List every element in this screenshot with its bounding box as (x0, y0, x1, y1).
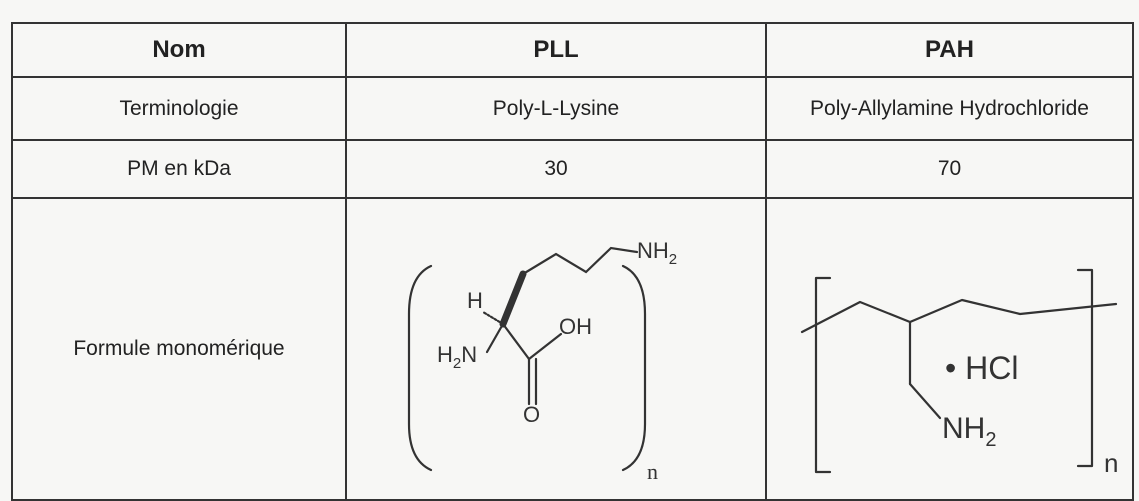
pll-amine-left: H2N (437, 342, 477, 372)
formula-row: Formule monomérique (11, 197, 1134, 501)
pah-right-bracket (1076, 268, 1093, 468)
header-nom: Nom (11, 22, 347, 78)
polymer-comparison-table: Nom PLL PAH Terminologie Poly-L-Lysine P… (11, 22, 1134, 501)
header-pll: PLL (345, 22, 767, 78)
pll-stereo-h: H (467, 288, 483, 313)
pm-pah: 70 (765, 139, 1134, 199)
pll-left-bracket (407, 264, 433, 472)
pah-amine: NH2 (942, 412, 996, 451)
pll-right-bracket (621, 264, 647, 472)
pah-repeat-n: n (1104, 448, 1118, 478)
header-row: Nom PLL PAH (11, 22, 1134, 78)
molecular-weight-row: PM en kDa 30 70 (11, 139, 1134, 199)
pll-carbonyl-o: O (523, 402, 540, 427)
terminology-row: Terminologie Poly-L-Lysine Poly-Allylami… (11, 76, 1134, 141)
pll-structure-diagram: NH2 H H2N OH O n (407, 238, 677, 484)
formula-label: Formule monomérique (11, 197, 347, 501)
pah-backbone (800, 298, 1117, 334)
header-pah: PAH (765, 22, 1134, 78)
pm-pll: 30 (345, 139, 767, 199)
pll-amine-top: NH2 (637, 238, 677, 268)
pll-repeat-n: n (647, 459, 658, 484)
terminology-pll: Poly-L-Lysine (345, 76, 767, 141)
formula-pah-cell: • HCl NH2 n (765, 197, 1134, 501)
pah-structure-diagram: • HCl NH2 n (800, 268, 1118, 478)
terminology-label: Terminologie (11, 76, 347, 141)
pll-hydroxyl: OH (559, 314, 592, 339)
formula-pll-cell: NH2 H H2N OH O n (345, 197, 767, 501)
terminology-pah: Poly-Allylamine Hydrochloride (765, 76, 1134, 141)
pah-salt: • HCl (945, 350, 1018, 386)
pm-label: PM en kDa (11, 139, 347, 199)
pll-side-chain (521, 246, 639, 276)
pah-left-bracket (814, 276, 831, 474)
